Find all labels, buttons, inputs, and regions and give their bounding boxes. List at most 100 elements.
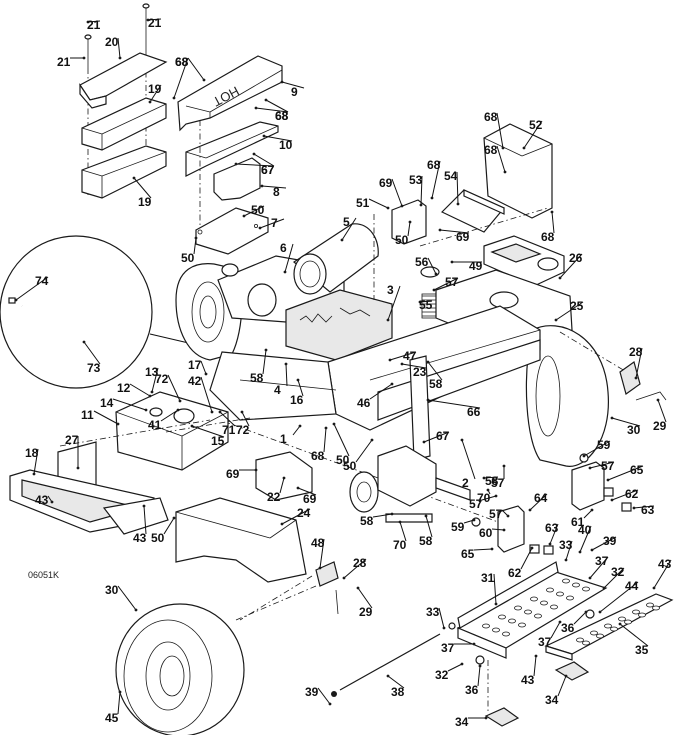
leader-arrow: [400, 204, 404, 208]
callout-13: 13: [145, 365, 159, 394]
leader-line: [15, 276, 49, 301]
callout-number: 38: [391, 685, 405, 699]
callout-number: 65: [630, 463, 644, 477]
callout-58: 58: [250, 348, 268, 385]
callout-number: 33: [559, 538, 573, 552]
callout-40: 40: [578, 523, 592, 554]
leader-arrow: [472, 518, 476, 522]
callout-number: 59: [597, 438, 611, 452]
callout-number: 17: [188, 358, 202, 372]
battery-cover-assembly: [373, 123, 565, 300]
fuel-tank-11: [115, 391, 229, 471]
leader-arrow: [148, 100, 152, 104]
leader-arrow: [280, 522, 284, 526]
callout-number: 58: [429, 377, 443, 391]
callout-number: 51: [356, 196, 370, 210]
callout-53: 53: [409, 173, 423, 207]
callout-45: 45: [105, 690, 122, 725]
leader-line: [259, 218, 285, 229]
leader-arrow: [482, 476, 486, 480]
leader-line: [255, 107, 289, 113]
callout-number: 39: [305, 685, 319, 699]
callout-16: 16: [290, 378, 304, 407]
callout-24: 24: [280, 506, 311, 526]
footrest-assembly: [331, 561, 674, 727]
leader-line: [557, 675, 567, 697]
callout-6: 6: [280, 241, 294, 274]
callout-68: 68: [311, 426, 328, 463]
callout-number: 28: [629, 345, 643, 359]
leader-arrow: [550, 210, 554, 214]
callout-number: 40: [578, 523, 592, 537]
leader-arrow: [132, 176, 136, 180]
callout-30: 30: [610, 416, 641, 437]
footrest-hole: [596, 633, 604, 639]
callout-58: 58: [426, 360, 443, 391]
callout-number: 62: [625, 487, 639, 501]
callout-number: 68: [484, 143, 498, 157]
callout-number: 54: [444, 169, 458, 183]
callout-number: 68: [311, 449, 325, 463]
callout-number: 2: [462, 476, 469, 490]
callout-number: 29: [359, 605, 373, 619]
leader-line: [493, 573, 497, 605]
leader-arrow: [254, 468, 258, 472]
callout-number: 48: [311, 536, 325, 550]
callout-10: 10: [262, 134, 293, 152]
leader-line: [357, 587, 373, 609]
callout-number: 69: [303, 492, 317, 506]
callout-number: 44: [625, 579, 639, 593]
leader-line: [117, 585, 137, 611]
callout-number: 69: [379, 176, 393, 190]
callout-30: 30: [105, 583, 138, 612]
callout-49: 49: [450, 259, 483, 273]
callout-63: 63: [632, 503, 655, 517]
callout-number: 72: [155, 372, 169, 386]
callout-28: 28: [629, 345, 643, 380]
callout-number: 67: [436, 429, 450, 443]
leader-line: [147, 18, 162, 21]
leader-arrow: [456, 202, 460, 206]
callout-number: 52: [529, 118, 543, 132]
leader-arrow: [318, 566, 322, 570]
leader-arrow: [460, 662, 464, 666]
leader-line: [401, 363, 427, 369]
leader-arrow: [32, 472, 36, 476]
leader-line: [407, 221, 411, 237]
leader-arrow: [254, 106, 258, 110]
leader-line: [427, 399, 481, 409]
leader-arrow: [494, 494, 498, 498]
callout-46: 46: [357, 382, 394, 410]
leader-line: [579, 525, 592, 553]
callout-number: 26: [569, 251, 583, 265]
callout-21: 21: [57, 55, 86, 69]
leader-line: [319, 538, 325, 569]
callout-number: 43: [658, 557, 672, 571]
wheel-motor: [349, 445, 632, 555]
leader-line: [317, 687, 331, 705]
callout-4: 4: [274, 362, 288, 397]
callout-70: 70: [477, 488, 491, 505]
leader-line: [501, 509, 509, 517]
leader-arrow: [218, 410, 222, 414]
callout-number: 28: [353, 556, 367, 570]
leader-line: [427, 257, 437, 275]
leader-arrow: [419, 203, 423, 207]
rod-38: [339, 633, 441, 691]
leader-arrow: [172, 516, 176, 520]
leader-arrow: [50, 500, 54, 504]
callout-number: 29: [653, 419, 667, 433]
leader-arrow: [264, 348, 268, 352]
leader-arrow: [558, 620, 562, 624]
leader-line: [33, 448, 39, 475]
leader-arrow: [484, 716, 488, 720]
footrest-hole: [534, 613, 542, 619]
leader-arrow: [324, 426, 328, 430]
callout-number: 8: [273, 185, 280, 199]
callout-number: 68: [275, 109, 289, 123]
leader-arrow: [418, 300, 422, 304]
callout-18: 18: [25, 446, 39, 476]
leader-line: [391, 178, 403, 207]
leader-line: [265, 99, 289, 113]
